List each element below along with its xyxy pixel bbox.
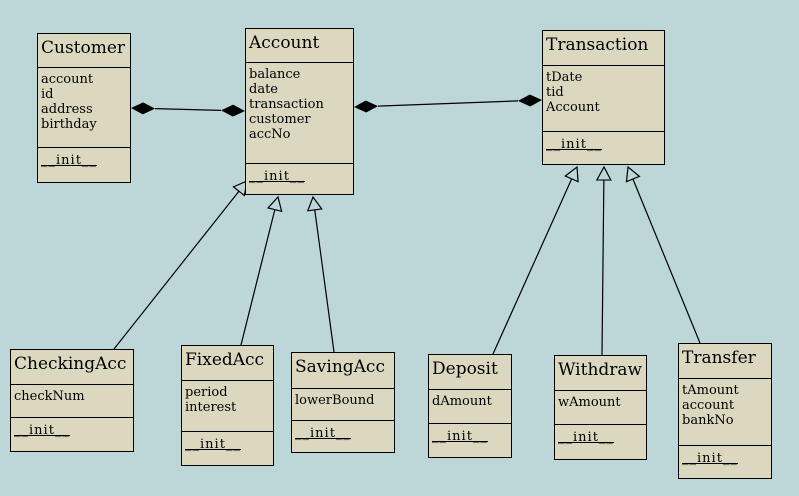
attribute-list-checkingacc: checkNum xyxy=(11,385,133,418)
method-list-transaction: __init__ xyxy=(543,132,664,164)
class-name-account: Account xyxy=(246,29,353,63)
inheritance-arrowhead xyxy=(564,165,579,183)
attribute-lowerbound: lowerBound xyxy=(295,393,375,408)
attribute-list-deposit: dAmount xyxy=(429,390,511,424)
attribute-bankno: bankNo xyxy=(682,413,734,428)
method-init: __init__ xyxy=(682,451,738,466)
method-list-account: __init__ xyxy=(246,164,353,194)
method-list-checkingacc: __init__ xyxy=(11,418,133,451)
attribute-wamount: wAmount xyxy=(558,395,621,410)
method-init: __init__ xyxy=(546,137,602,152)
class-name-withdraw: Withdraw xyxy=(555,356,646,391)
method-init: __init__ xyxy=(41,153,97,168)
attribute-balance: balance xyxy=(249,67,301,82)
attribute-customer: customer xyxy=(249,112,311,127)
class-box-savingacc[interactable]: SavingAcc lowerBound __init__ xyxy=(291,352,395,453)
generalization-line xyxy=(601,179,605,356)
class-box-customer[interactable]: Customer account id address birthday __i… xyxy=(37,33,131,183)
attribute-account: account xyxy=(41,72,94,87)
composition-diamond xyxy=(518,94,542,107)
generalization-line xyxy=(314,209,335,353)
generalization-line xyxy=(492,178,573,355)
inheritance-arrowhead xyxy=(595,165,612,181)
class-box-withdraw[interactable]: Withdraw wAmount __init__ xyxy=(554,355,647,460)
attribute-account: Account xyxy=(546,100,600,115)
class-name-checkingacc: CheckingAcc xyxy=(11,350,133,385)
attribute-list-customer: account id address birthday xyxy=(38,68,130,148)
class-box-transfer[interactable]: Transfer tAmount account bankNo __init__ xyxy=(678,343,772,479)
method-init: __init__ xyxy=(295,426,351,441)
class-box-transaction[interactable]: Transaction tDate tid Account __init__ xyxy=(542,30,665,165)
inheritance-arrowhead xyxy=(625,165,641,183)
attribute-id: id xyxy=(41,87,54,102)
class-name-transaction: Transaction xyxy=(543,31,664,66)
attribute-period: period xyxy=(185,385,228,400)
method-list-deposit: __init__ xyxy=(429,424,511,457)
attribute-date: date xyxy=(249,82,278,97)
composition-diamond xyxy=(221,104,245,117)
attribute-list-withdraw: wAmount xyxy=(555,391,646,425)
class-box-fixedacc[interactable]: FixedAcc period interest __init__ xyxy=(181,345,274,466)
generalization-line xyxy=(113,190,240,350)
method-init: __init__ xyxy=(14,423,70,438)
attribute-interest: interest xyxy=(185,400,237,415)
composition-line xyxy=(154,108,222,111)
method-init: __init__ xyxy=(432,429,488,444)
class-name-savingacc: SavingAcc xyxy=(292,353,394,389)
class-box-checkingacc[interactable]: CheckingAcc checkNum __init__ xyxy=(10,349,134,452)
composition-diamond xyxy=(131,102,155,115)
method-init: __init__ xyxy=(185,437,241,452)
inheritance-arrowhead xyxy=(306,195,323,212)
method-list-withdraw: __init__ xyxy=(555,425,646,459)
method-list-savingacc: __init__ xyxy=(292,421,394,452)
method-list-fixedacc: __init__ xyxy=(182,432,273,465)
class-box-deposit[interactable]: Deposit dAmount __init__ xyxy=(428,354,512,458)
class-name-deposit: Deposit xyxy=(429,355,511,390)
attribute-tdate: tDate xyxy=(546,70,583,85)
class-name-transfer: Transfer xyxy=(679,344,771,379)
attribute-accno: accNo xyxy=(249,127,291,142)
composition-line xyxy=(377,100,519,107)
attribute-address: address xyxy=(41,102,93,117)
attribute-list-transaction: tDate tid Account xyxy=(543,66,664,132)
attribute-damount: dAmount xyxy=(432,394,492,409)
method-init: __init__ xyxy=(558,430,614,445)
attribute-list-account: balance date transaction customer accNo xyxy=(246,63,353,164)
method-list-customer: __init__ xyxy=(38,148,130,182)
attribute-account: account xyxy=(682,398,735,413)
attribute-birthday: birthday xyxy=(41,117,97,132)
attribute-tid: tid xyxy=(546,85,564,100)
composition-diamond xyxy=(354,100,378,113)
attribute-tamount: tAmount xyxy=(682,383,739,398)
method-list-transfer: __init__ xyxy=(679,446,771,478)
class-name-customer: Customer xyxy=(38,34,130,68)
attribute-list-fixedacc: period interest xyxy=(182,381,273,432)
class-name-fixedacc: FixedAcc xyxy=(182,346,273,381)
attribute-list-transfer: tAmount account bankNo xyxy=(679,379,771,446)
generalization-line xyxy=(632,178,701,344)
attribute-list-savingacc: lowerBound xyxy=(292,389,394,421)
class-box-account[interactable]: Account balance date transaction custome… xyxy=(245,28,354,195)
attribute-checknum: checkNum xyxy=(14,389,85,404)
generalization-line xyxy=(240,209,276,346)
attribute-transaction: transaction xyxy=(249,97,324,112)
method-init: __init__ xyxy=(249,169,305,184)
inheritance-arrowhead xyxy=(266,195,283,213)
